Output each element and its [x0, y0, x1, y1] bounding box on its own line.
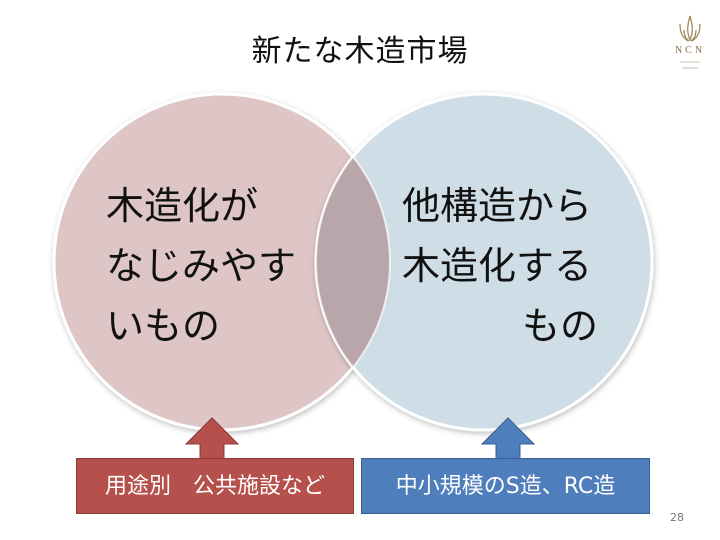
- company-logo-icon: [679, 15, 701, 69]
- right-circle-text: 他構造から 木造化する もの: [402, 176, 598, 356]
- left-category-label: 用途別 公共施設など: [76, 458, 354, 514]
- right-category-label: 中小規模のS造、RC造: [361, 458, 650, 514]
- logo-text: NCN: [674, 45, 706, 56]
- right-line-3: もの: [522, 304, 599, 348]
- slide-title: 新たな木造市場: [251, 34, 469, 69]
- left-line-3: いもの: [106, 304, 221, 348]
- left-circle-text: 木造化が なじみやす いもの: [106, 176, 296, 356]
- right-line-1: 他構造から: [402, 184, 593, 228]
- right-line-2: 木造化する: [402, 244, 593, 288]
- left-line-1: 木造化が: [106, 184, 259, 228]
- page-number: 28: [670, 511, 684, 524]
- left-line-2: なじみやす: [106, 244, 297, 288]
